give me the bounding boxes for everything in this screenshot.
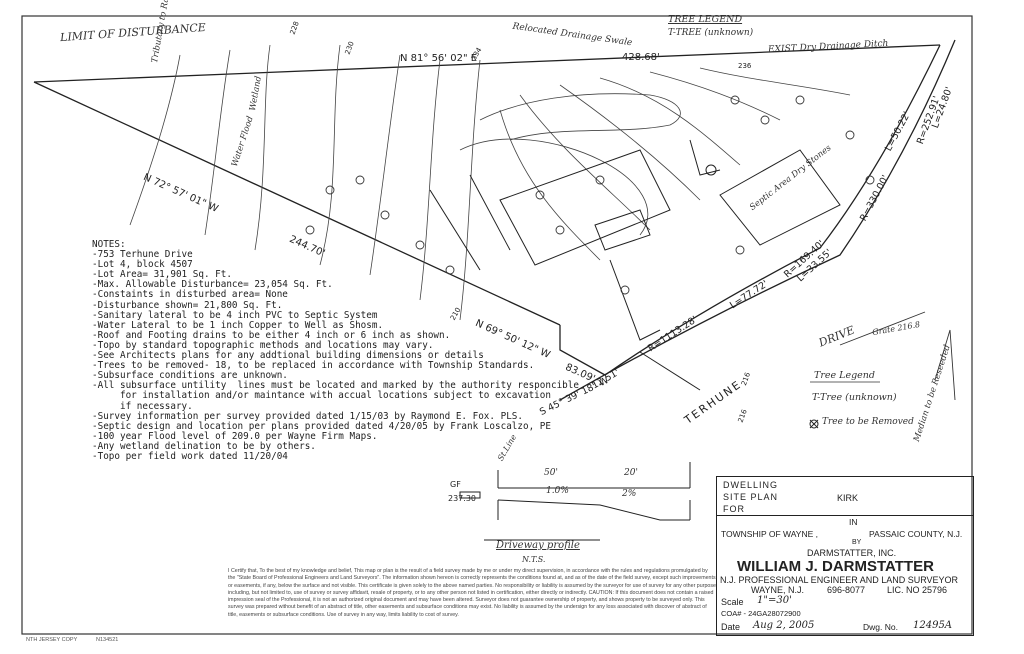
note-line: -Disturbance shown= 21,800 Sq. Ft.: [92, 299, 283, 311]
note-line: -100 year Flood level of 209.0 per Wayne…: [92, 430, 378, 442]
title-block: DWELLING SITE PLAN KIRK FOR IN TOWNSHIP …: [716, 476, 974, 636]
distance-north-label: 428.68': [622, 52, 660, 63]
title-in: IN: [849, 517, 858, 527]
tree-legend-top-item: T-TREE (unknown): [668, 28, 754, 38]
title-dwg-label: Dwg. No.: [863, 622, 898, 632]
title-scale-label: Scale: [721, 597, 744, 607]
note-line: -All subsurface untility lines must be l…: [92, 380, 579, 392]
profile-dim2: 20': [624, 468, 638, 478]
note-line: -Septic design and location per plans pr…: [92, 420, 551, 432]
tree-legend-top-title: TREE LEGEND: [668, 14, 743, 25]
title-owner: KIRK: [837, 493, 859, 503]
tree-legend-item: T-Tree (unknown): [812, 392, 897, 403]
title-phone: 696-8077: [827, 585, 866, 595]
driveway-profile: [459, 462, 691, 541]
title-township: TOWNSHIP OF WAYNE ,: [721, 529, 818, 539]
title-county: PASSAIC COUNTY, N.J.: [869, 529, 963, 539]
footer-right: N134521: [96, 637, 119, 643]
contour-lines: [129, 44, 851, 321]
profile-nts: N.T.S.: [522, 555, 546, 564]
structures: [429, 139, 841, 341]
note-line: -Topo per field work dated 11/20/04: [92, 450, 288, 462]
title-for-underline: [717, 515, 973, 516]
title-date-label: Date: [721, 622, 741, 632]
note-line: -753 Terhune Drive: [92, 249, 193, 261]
note-line: for installation and/or maintance with a…: [92, 390, 551, 402]
profile-gf-elev: 237.30: [448, 494, 476, 503]
title-license: LIC. NO 25796: [887, 585, 948, 595]
tree-remove-label: Tree to be Removed: [822, 417, 914, 427]
note-line: -Constaints in disturbed area= None: [92, 289, 288, 301]
title-company: DARMSTATTER, INC.: [807, 548, 897, 558]
note-line: -Topo by standard topographic methods an…: [92, 339, 434, 351]
title-dwelling: DWELLING: [723, 480, 779, 490]
tree-remove-legend-marker: [809, 419, 819, 429]
note-line: -Any wetland delination to be by others.: [92, 440, 316, 452]
bearing-north-label: N 81° 56' 02" E: [400, 53, 478, 64]
profile-grade2: 2%: [622, 489, 637, 499]
title-name: WILLIAM J. DARMSTATTER: [737, 558, 934, 575]
note-line: -Lot Area= 31,901 Sq. Ft.: [92, 269, 232, 281]
note-line: -See Architects plans for any addtional …: [92, 350, 484, 362]
title-city: WAYNE, N.J.: [751, 585, 805, 595]
title-profession: N.J. PROFESSIONAL ENGINEER AND LAND SURV…: [720, 575, 959, 585]
median-arrow: [934, 329, 956, 401]
note-line: -Water Lateral to be 1 inch Copper to We…: [92, 319, 384, 331]
title-scale-value: 1"=30': [757, 595, 792, 606]
property-boundary: [33, 39, 956, 401]
title-date-value: Aug 2, 2005: [753, 620, 815, 631]
note-line: -Survey information per survey provided …: [92, 410, 523, 422]
note-line: -Roof and Footing drains to be either 4 …: [92, 329, 451, 341]
footer-left: NTH JERSEY COPY: [26, 637, 78, 643]
profile-grade1: 1.0%: [546, 486, 569, 496]
drive-curb: [839, 311, 926, 346]
note-line: -Max. Allowable Disturbance= 23,054 Sq. …: [92, 279, 333, 291]
note-line: -Sanitary lateral to be 4 inch PVC to Se…: [92, 309, 378, 321]
notes-title: NOTES:: [92, 239, 126, 250]
note-line: -Lot 4, block 4507: [92, 259, 193, 271]
note-line: -Trees to be removed- 18, to be replaced…: [92, 360, 535, 372]
note-line: -Subsurface conditions are unknown.: [92, 370, 288, 382]
notes-block: NOTES: -753 Terhune Drive -Lot 4, block …: [92, 239, 579, 462]
title-coa: COA# - 24GA28072900: [721, 609, 801, 618]
certification-text: I Certify that, To the best of my knowle…: [228, 568, 716, 618]
title-for: FOR: [723, 504, 745, 514]
elevation-label-2: 236: [738, 62, 752, 70]
profile-dim1: 50': [544, 468, 558, 478]
title-dwg-value: 12495A: [913, 620, 953, 631]
title-site-plan: SITE PLAN: [723, 492, 779, 502]
note-line: if necessary.: [92, 400, 193, 412]
profile-caption: Driveway profile: [496, 540, 580, 551]
sheet-border: [21, 15, 973, 635]
profile-gf: GF: [450, 480, 461, 489]
tree-legend-title: Tree Legend: [814, 370, 875, 381]
tree-markers: [305, 95, 875, 295]
title-by: BY: [852, 539, 862, 546]
